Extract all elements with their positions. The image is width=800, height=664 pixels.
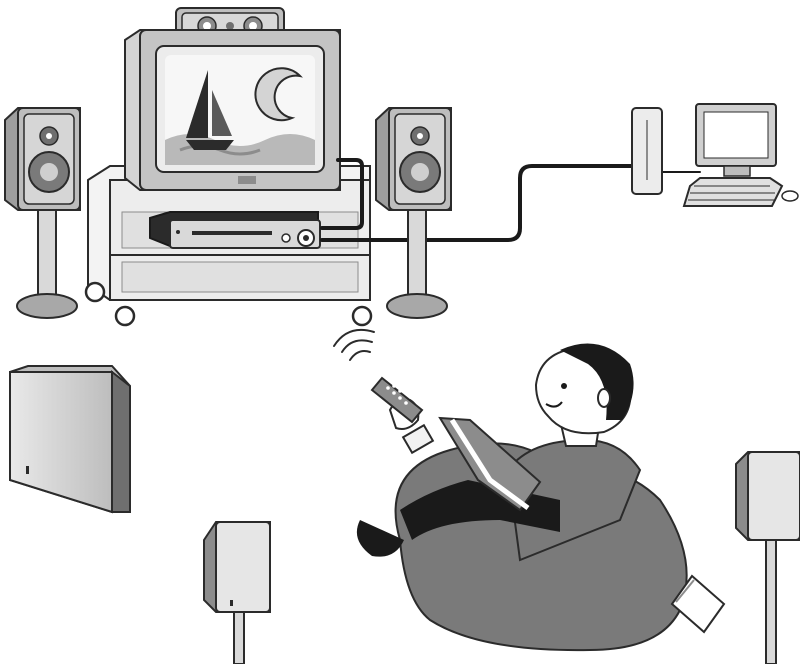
front-left-speaker [5, 108, 80, 318]
subwoofer [10, 366, 130, 512]
front-right-speaker [376, 108, 451, 318]
av-player [150, 212, 320, 248]
rear-right-speaker [736, 452, 800, 664]
rear-left-speaker [204, 522, 270, 664]
computer [632, 104, 798, 206]
remote-control [334, 330, 422, 422]
signal-waves-icon [334, 330, 374, 360]
television [125, 30, 340, 190]
person-on-beanbag [357, 344, 687, 651]
